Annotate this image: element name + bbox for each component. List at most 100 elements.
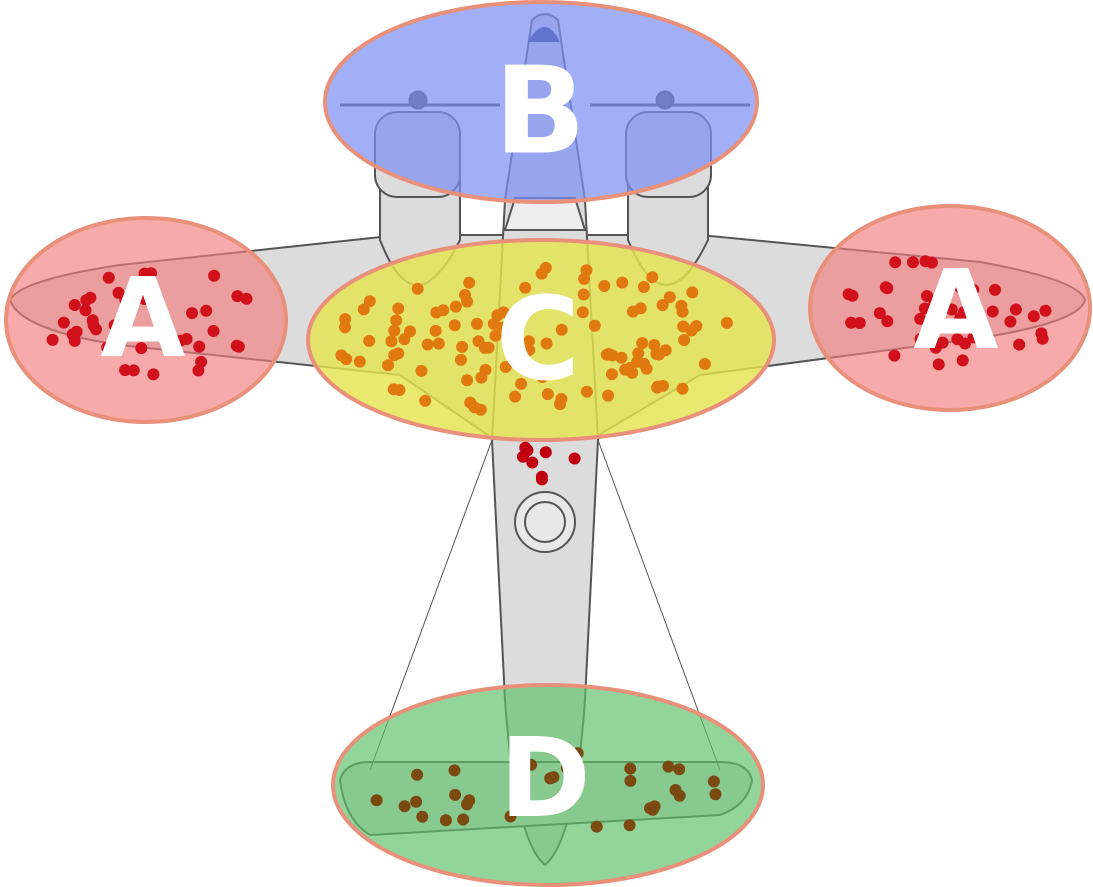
hit-marker <box>526 456 539 469</box>
hit-marker <box>1027 310 1040 323</box>
hit-marker <box>676 382 689 395</box>
hit-marker <box>421 338 434 351</box>
hit-marker <box>496 321 509 334</box>
hit-marker <box>339 321 351 334</box>
hit-marker <box>873 307 886 320</box>
hit-marker <box>1013 338 1026 351</box>
hit-marker <box>461 374 474 387</box>
hit-marker <box>174 334 187 347</box>
hit-marker <box>46 333 59 346</box>
hit-marker <box>357 303 370 316</box>
hit-marker <box>464 396 477 409</box>
hit-marker <box>598 280 611 292</box>
zone-b <box>323 0 759 204</box>
hit-marker <box>678 334 691 346</box>
hit-marker <box>650 348 663 360</box>
hit-marker <box>663 291 676 304</box>
hit-marker <box>385 335 398 348</box>
hit-marker <box>138 293 151 305</box>
hit-marker <box>419 394 432 407</box>
hit-marker <box>108 319 121 332</box>
hit-marker <box>370 794 383 807</box>
hit-marker <box>659 344 672 357</box>
hit-marker <box>540 337 553 350</box>
hit-marker <box>676 305 689 318</box>
hit-marker <box>541 388 554 401</box>
hit-marker <box>232 340 245 353</box>
hit-marker <box>914 312 927 325</box>
hit-marker <box>580 385 593 398</box>
hit-marker <box>448 319 461 332</box>
hit-marker <box>936 336 949 349</box>
hit-marker <box>578 272 591 285</box>
hit-marker <box>646 271 659 284</box>
hit-marker <box>454 353 467 366</box>
hit-marker <box>363 334 376 347</box>
hit-marker <box>207 325 220 337</box>
hit-marker <box>879 281 892 294</box>
hit-marker <box>623 819 636 832</box>
gun-turret-inner <box>524 501 566 543</box>
hit-marker <box>539 446 552 459</box>
hit-marker <box>576 306 589 319</box>
hit-marker <box>456 340 469 353</box>
gun-turret <box>514 491 576 553</box>
hit-marker <box>127 364 140 377</box>
hit-marker <box>616 276 629 289</box>
hit-marker <box>432 337 445 350</box>
hit-marker <box>506 342 519 355</box>
hit-marker <box>590 820 603 833</box>
hit-marker <box>101 341 114 354</box>
hit-marker <box>662 760 675 773</box>
hit-marker <box>415 364 428 377</box>
hit-marker <box>720 316 733 329</box>
zone-c-label: C <box>496 273 580 407</box>
zone-labels: A A B C D <box>100 43 998 843</box>
hit-marker <box>925 256 938 269</box>
hit-marker <box>457 813 470 826</box>
hit-marker <box>539 261 552 274</box>
hit-marker <box>363 295 376 308</box>
hit-marker <box>914 333 927 345</box>
hit-marker <box>515 377 528 390</box>
hit-marker <box>57 316 70 329</box>
hit-marker <box>673 789 686 802</box>
hit-marker <box>677 320 690 333</box>
hit-marker <box>555 393 568 405</box>
zone-a-left <box>4 216 288 424</box>
hit-marker <box>690 320 703 332</box>
hit-marker <box>945 303 958 316</box>
hit-marker <box>632 347 645 360</box>
hit-marker <box>195 355 208 368</box>
hit-marker <box>636 337 649 350</box>
hit-marker <box>577 288 590 301</box>
hit-marker <box>624 762 637 775</box>
hit-marker <box>335 349 348 362</box>
hit-marker <box>842 288 855 301</box>
hit-marker <box>907 256 919 269</box>
hit-marker <box>1009 303 1022 316</box>
hit-marker <box>889 256 902 269</box>
hit-marker <box>84 291 97 304</box>
hit-marker <box>231 290 244 303</box>
hit-marker <box>504 810 517 823</box>
hit-marker <box>571 747 584 760</box>
hit-marker <box>547 771 560 784</box>
zone-a-right-label: A <box>913 246 998 374</box>
hit-marker <box>602 389 615 402</box>
hit-marker <box>151 325 163 338</box>
zone-d-label: D <box>499 714 590 842</box>
hit-marker <box>461 295 474 308</box>
hit-marker <box>698 358 711 370</box>
hit-marker <box>686 286 699 299</box>
hit-marker <box>509 390 522 403</box>
hit-marker <box>624 774 637 787</box>
hit-marker <box>957 306 970 319</box>
hit-marker <box>472 335 485 348</box>
hit-marker <box>932 358 945 371</box>
hit-marker <box>588 319 601 332</box>
hit-marker <box>437 304 450 317</box>
hit-marker <box>390 314 403 327</box>
hit-marker <box>449 300 462 313</box>
hit-marker <box>463 276 476 289</box>
